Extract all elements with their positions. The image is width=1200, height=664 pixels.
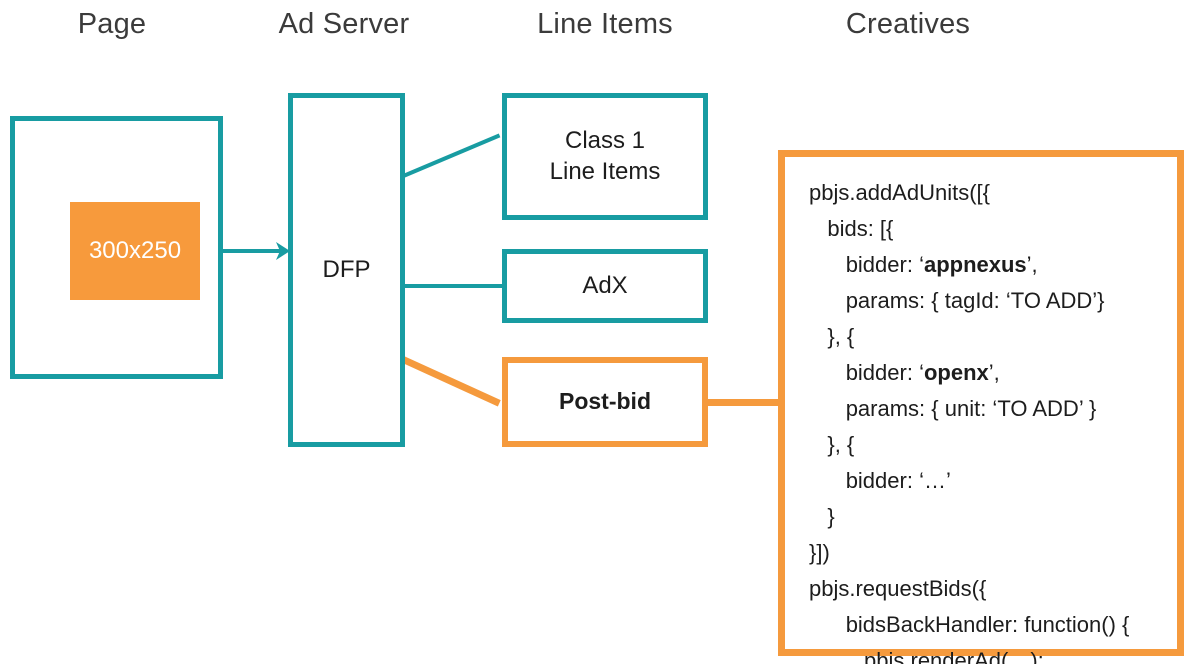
- creative-code-panel[interactable]: pbjs.addAdUnits([{ bids: [{ bidder: ‘app…: [778, 150, 1184, 664]
- code-line: }, {: [827, 324, 855, 349]
- line-item-label-adx: AdX: [582, 271, 628, 299]
- connector-dfp-to-class1: [400, 133, 501, 179]
- code-line: bidder: ‘…’: [845, 468, 951, 493]
- line-item-label-postbid: Post-bid: [559, 388, 651, 415]
- column-header-creatives: Creatives: [845, 8, 971, 40]
- code-line: }]): [809, 540, 830, 565]
- creative-300x250-label: 300x250: [88, 237, 182, 264]
- line-item-box-adx[interactable]: AdX: [502, 249, 708, 323]
- line-item-box-class1[interactable]: Class 1 Line Items: [502, 93, 708, 220]
- code-line: bidder: ‘openx’,: [845, 360, 1000, 385]
- code-line: params: { unit: ‘TO ADD’ }: [845, 396, 1097, 421]
- line-item-label-class1: Class 1 Line Items: [549, 126, 661, 185]
- code-line: pbjs.renderAd(…);: [864, 648, 1044, 664]
- column-header-line-items: Line Items: [537, 8, 673, 40]
- ad-server-dfp-label: DFP: [322, 255, 371, 283]
- code-line: bidsBackHandler: function() {: [845, 612, 1130, 637]
- code-line: pbjs.addAdUnits([{: [809, 180, 990, 205]
- ad-server-dfp-box[interactable]: DFP: [288, 93, 405, 447]
- code-line: }, {: [827, 432, 855, 457]
- code-line: bids: [{: [827, 216, 894, 241]
- creative-code-text: pbjs.addAdUnits([{ bids: [{ bidder: ‘app…: [809, 175, 1129, 664]
- creative-300x250[interactable]: 300x250: [70, 202, 200, 300]
- connector-postbid-to-code: [701, 399, 785, 406]
- code-line: params: { tagId: ‘TO ADD’}: [845, 288, 1105, 313]
- arrowhead-creative-to-dfp: [276, 242, 290, 260]
- code-line: }: [827, 504, 835, 529]
- connector-creative-to-dfp: [200, 249, 284, 253]
- connector-dfp-to-postbid: [399, 355, 501, 407]
- connector-dfp-to-adx: [401, 284, 505, 288]
- code-line: pbjs.requestBids({: [809, 576, 987, 601]
- column-header-page: Page: [77, 8, 147, 40]
- code-line: bidder: ‘appnexus’,: [845, 252, 1038, 277]
- line-item-box-postbid[interactable]: Post-bid: [502, 357, 708, 447]
- column-header-ad-server: Ad Server: [278, 8, 410, 40]
